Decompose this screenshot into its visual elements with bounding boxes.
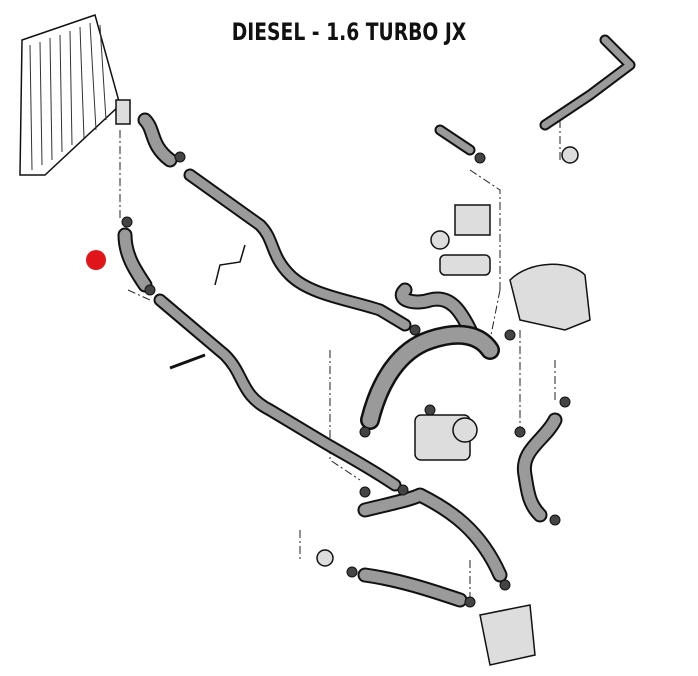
valve-icon [430,204,491,276]
expansion-tank-icon [509,263,591,331]
location-marker-icon [86,250,106,270]
oil-cooler-icon [414,414,478,461]
hose-clamps [121,151,571,608]
coolant-hoses [117,34,636,608]
diagram-title: DIESEL - 1.6 TURBO JX [231,18,467,46]
thermostat-housing-icon [316,146,579,666]
assembly-guide-lines [119,110,561,600]
radiator-icon [19,14,131,176]
